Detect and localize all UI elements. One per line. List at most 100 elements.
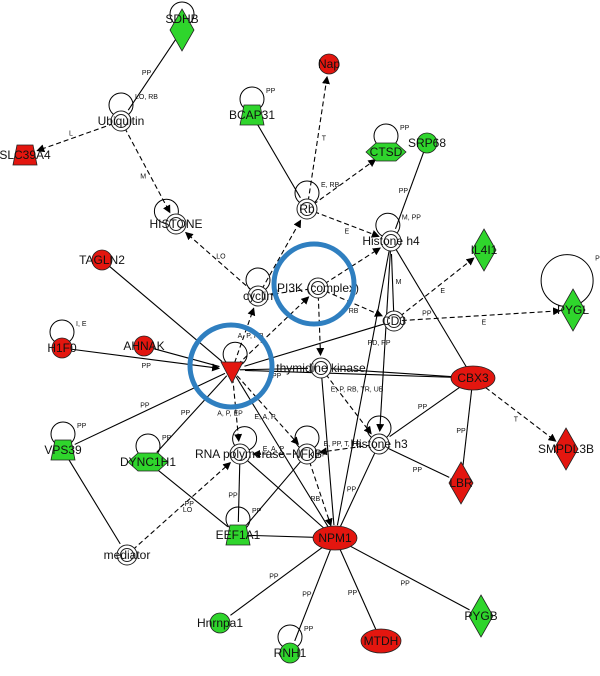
node-shape-tk — [314, 361, 328, 375]
edge-histoneh3-to-npm1 — [340, 450, 377, 527]
node-pygl[interactable]: PYGL — [557, 288, 589, 332]
node-slc39a4[interactable]: SLC39A4 — [0, 144, 51, 166]
node-rb[interactable]: Rb — [296, 198, 318, 220]
node-tk[interactable]: thymidine kinase — [276, 357, 366, 379]
node-label-mediator: mediator — [104, 548, 151, 562]
edge-label-dync1h1-eef1a1: PP — [185, 501, 195, 508]
node-bcap31[interactable]: BCAP31 — [229, 104, 275, 126]
node-histone[interactable]: HISTONE — [149, 213, 203, 235]
edge-histoneh3-to-lbr — [385, 446, 450, 478]
node-shape-ubiquitin — [114, 114, 128, 128]
edge-hub-to-vps39 — [74, 372, 226, 445]
node-cd3[interactable]: CD3 — [382, 310, 406, 332]
node-shape-mediator — [120, 548, 134, 562]
edge-rb-to-ctsd — [313, 159, 377, 205]
edge-cd3-to-histoneh4 — [390, 253, 395, 314]
edge-npm1-to-mtdh — [337, 544, 377, 630]
node-shape-h1f0 — [51, 337, 73, 359]
node-label-sdhb: SDHB — [165, 12, 198, 26]
node-label-pi3k: PI3K (complex) — [277, 281, 359, 295]
node-cyclin[interactable]: cyclin — [243, 285, 273, 307]
node-label-slc39a4: SLC39A4 — [0, 148, 51, 162]
edge-tk-to-npm1 — [321, 375, 335, 526]
edge-histoneh4-to-cbx3 — [394, 247, 467, 368]
node-nap[interactable]: Nap — [318, 53, 340, 75]
node-mtdh[interactable]: MTDH — [360, 628, 402, 654]
edge-label-mediator-rnap: LO — [183, 507, 193, 514]
edge-nfkb-to-npm1 — [308, 461, 333, 527]
node-label-histoneh4: Histone h4 — [362, 234, 420, 248]
node-ctsd[interactable]: CTSD — [365, 142, 407, 162]
node-label-rb: Rb — [299, 202, 315, 216]
edge-srp68-to-histoneh4 — [394, 150, 425, 229]
node-rnh1[interactable]: RNH1 — [274, 642, 307, 664]
node-sdhb[interactable]: SDHB — [165, 8, 199, 52]
edge-tk-to-cbx3 — [328, 367, 461, 378]
node-shape-bcap31 — [239, 104, 265, 126]
edge-label-rnap-eef1a1: PP — [228, 492, 238, 499]
edge-label-ubiquitin-histone: M — [140, 173, 146, 180]
node-label-ctsd: CTSD — [370, 145, 403, 159]
node-pi3k[interactable]: PI3K (complex) — [277, 277, 359, 299]
node-eef1a1[interactable]: EEF1A1 — [216, 524, 261, 546]
edge-pi3k-to-tk — [316, 295, 325, 357]
edge-cd3-to-pygl — [401, 307, 562, 322]
edge-label-hub-dync1h1: PP — [181, 410, 191, 417]
node-tagln2[interactable]: TAGLN2 — [79, 249, 125, 271]
edge-label-histoneh3-lbr: PP — [413, 467, 423, 474]
node-shape-pygb — [468, 594, 494, 638]
node-hub[interactable] — [220, 361, 244, 384]
node-shape-vps39 — [50, 439, 76, 461]
node-histoneh3[interactable]: Histone h3 — [350, 433, 408, 455]
node-ahnak[interactable]: AHNAK — [123, 335, 165, 357]
self-loop-label-rb: E, RB — [321, 182, 340, 189]
edge-rnap-to-npm1 — [245, 458, 326, 530]
node-label-npm1: NPM1 — [318, 531, 352, 545]
self-loop-label-dync1h1: PP — [162, 435, 172, 442]
edge-hub-to-dync1h1 — [156, 375, 228, 453]
node-lbr[interactable]: LBR — [448, 461, 474, 505]
node-smpdl3b[interactable]: SMPDL3B — [538, 427, 594, 471]
edge-tagln2-to-hub — [107, 264, 223, 363]
node-shape-histone — [169, 217, 183, 231]
edge-bcap31-to-rb — [255, 121, 301, 199]
self-loop-label-eef1a1: PP — [252, 508, 262, 515]
edge-npm1-to-pygb — [341, 541, 470, 611]
node-histoneh4[interactable]: Histone h4 — [362, 230, 420, 252]
node-shape-nap — [318, 53, 340, 75]
node-dync1h1[interactable]: DYNC1H1 — [120, 452, 176, 472]
node-h1f0[interactable]: H1F0 — [47, 337, 77, 359]
node-shape-cyclin — [251, 289, 265, 303]
node-hnrnpa1[interactable]: Hnrnpa1 — [197, 612, 243, 634]
node-npm1[interactable]: NPM1 — [312, 525, 358, 551]
node-rnap[interactable]: RNA polymerase — [195, 443, 285, 465]
edge-label-cbx3-lbr: PP — [456, 428, 466, 435]
edge-npm1-to-hnrnpa1 — [230, 542, 330, 616]
self-loop-label-ctsd: PP — [400, 125, 410, 132]
self-loop-label-vps39: PP — [77, 423, 87, 430]
node-pygb[interactable]: PYGB — [464, 594, 498, 638]
edge-label-cd3-il4i1: E — [440, 288, 445, 295]
edge-sdhb-to-ubiquitin — [127, 36, 179, 111]
node-shape-rnap — [233, 447, 247, 461]
edge-cbx3-to-hub — [244, 369, 466, 379]
node-shape-npm1 — [312, 525, 358, 551]
node-cbx3[interactable]: CBX3 — [450, 365, 496, 391]
edge-label-cbx3-smpdl3b: T — [514, 416, 519, 423]
node-mediator[interactable]: mediator — [104, 544, 151, 566]
edge-label-h1f0-hub: PP — [142, 363, 152, 370]
node-label-nap: Nap — [318, 57, 340, 71]
node-label-il4i1: IL4I1 — [471, 243, 498, 257]
node-label-cd3: CD3 — [382, 314, 406, 328]
node-ubiquitin[interactable]: Ubiquitin — [98, 110, 145, 132]
node-label-smpdl3b: SMPDL3B — [538, 442, 594, 456]
edge-dync1h1-to-eef1a1 — [153, 466, 229, 528]
node-vps39[interactable]: VPS39 — [44, 439, 82, 461]
edge-label-hub-nfkb: E, A, P — [254, 414, 276, 421]
node-srp68[interactable]: SRP68 — [408, 132, 446, 154]
edge-label-nfkb-npm1: RB — [310, 496, 320, 503]
node-nfkb[interactable]: NFkB — [292, 443, 322, 465]
node-shape-pygl — [560, 288, 586, 332]
node-il4i1[interactable]: IL4I1 — [471, 228, 498, 272]
